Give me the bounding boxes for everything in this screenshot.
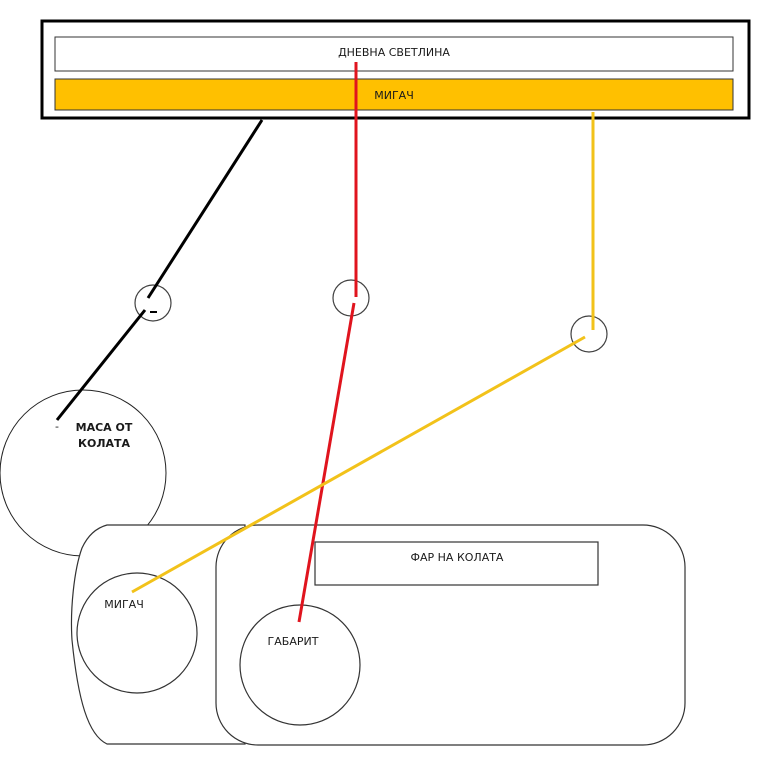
headlight-title-box [314, 541, 599, 586]
ground-connector [134, 284, 172, 322]
ground-wire-lower [55, 309, 147, 421]
daylight-bar [54, 36, 734, 72]
daylight-label: ДНЕВНА СВЕТЛИНА [338, 46, 450, 59]
daylight-wire-lower [297, 302, 356, 623]
blinker-wire-lower [131, 335, 586, 594]
headlight-blinker-label: МИГАЧ [104, 598, 144, 611]
blinker-connector [570, 315, 608, 353]
ground-wire-upper [146, 119, 264, 299]
headlight-blinker-circle [76, 572, 198, 694]
ground-minus-sign: - [55, 420, 59, 433]
position-light-label: ГАБАРИТ [268, 635, 319, 648]
position-light-circle [239, 604, 361, 726]
ground-label-line1: МАСА ОТ [76, 421, 133, 434]
headlight-title: ФАР НА КОЛАТА [411, 551, 504, 564]
daylight-connector [332, 279, 370, 317]
blinker-bar-label: МИГАЧ [374, 89, 414, 102]
ground-label-line2: КОЛАТА [78, 437, 130, 450]
blinker-bar [54, 78, 734, 111]
